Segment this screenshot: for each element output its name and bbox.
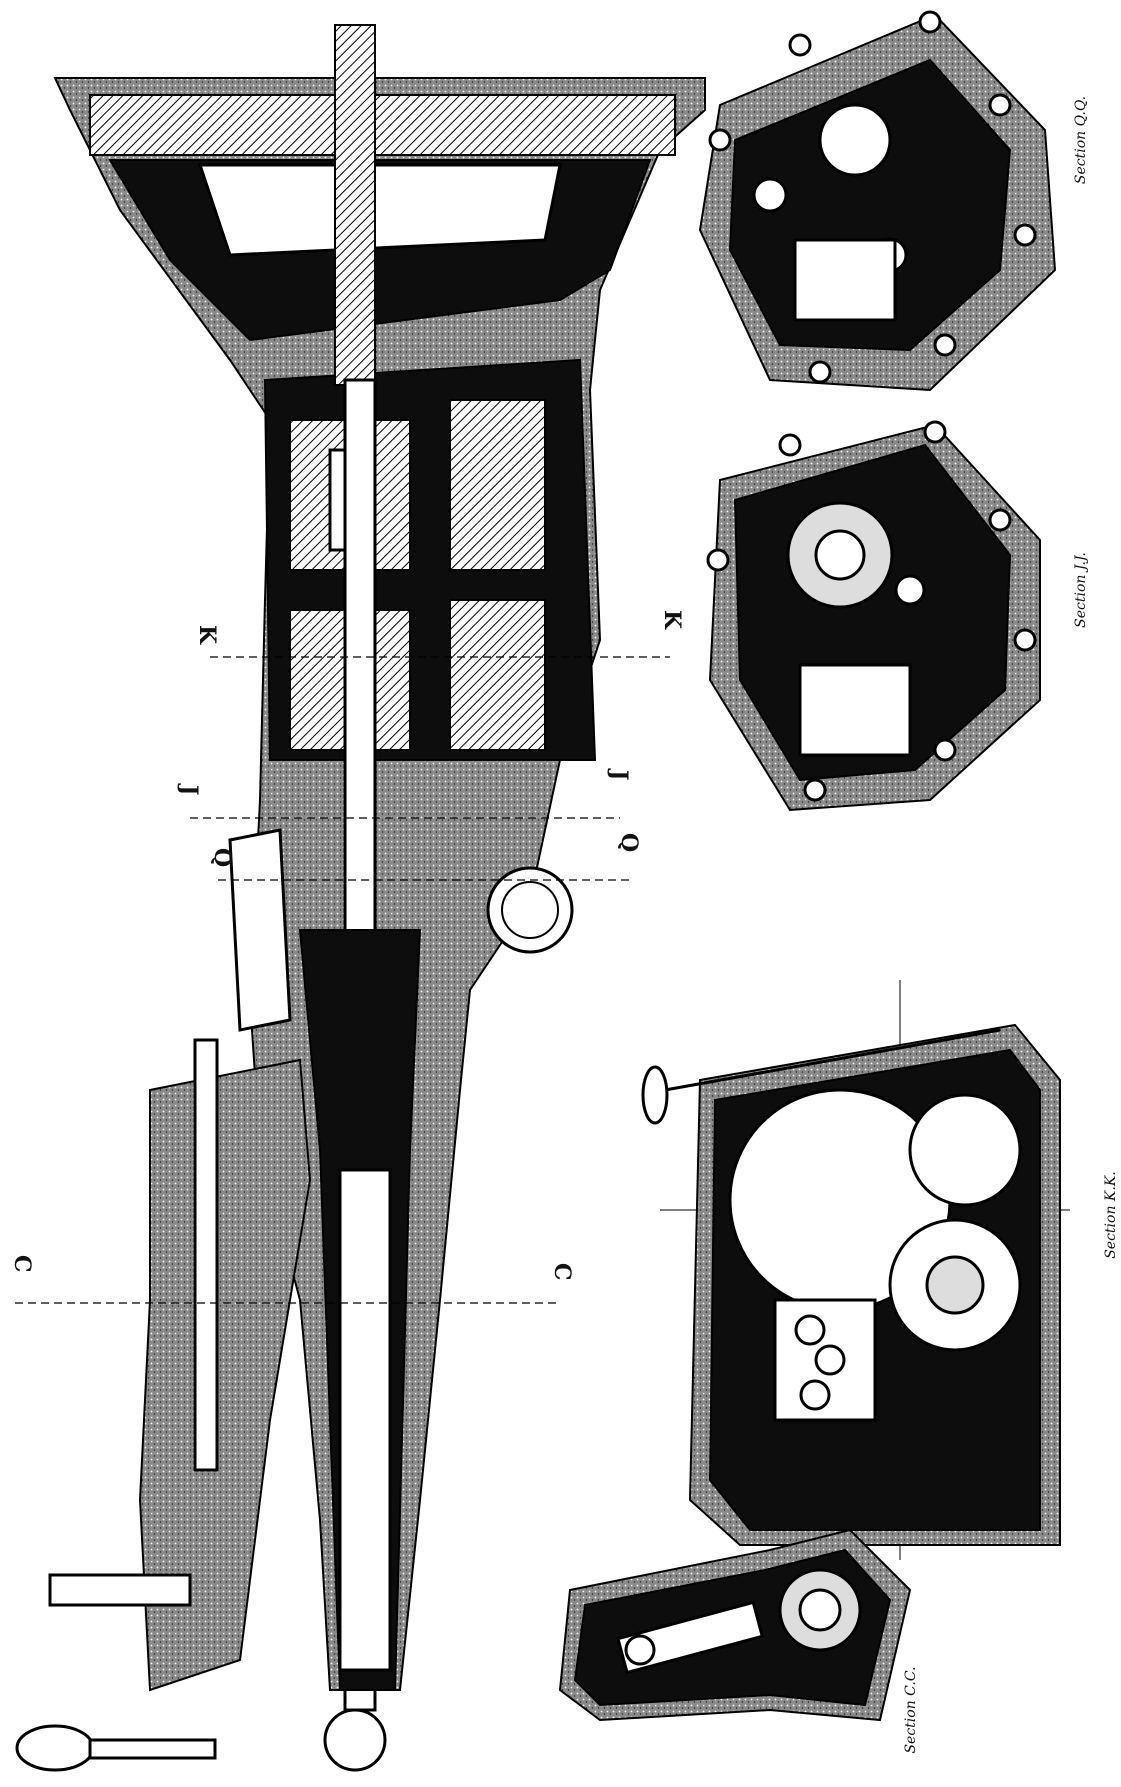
input-shaft [334, 24, 376, 386]
section-cc-title: Section C.C. [903, 1666, 919, 1753]
side-cover [228, 828, 292, 1032]
section-qq-title: Section Q.Q. [1073, 96, 1089, 184]
section-mark-j-left: J [176, 783, 202, 795]
section-mark-c-left: C [9, 1255, 35, 1273]
section-mark-j-right: J [606, 768, 632, 780]
gear-knob-stem [88, 1738, 217, 1760]
section-mark-k-left: K [194, 625, 220, 645]
section-jj-title: Section J.J. [1073, 552, 1089, 628]
propshaft-splines [338, 1168, 392, 1672]
section-kk-title: Section K.K. [1103, 1171, 1119, 1259]
section-qq-view: Section Q.Q. [698, 10, 1089, 392]
section-mark-q-right: Q [616, 833, 642, 852]
section-mark-q-left: Q [209, 848, 235, 867]
section-jj-view: Section J.J. [706, 420, 1089, 812]
main-gearbox-section [15, 24, 706, 1772]
selector-rod [193, 1038, 219, 1472]
release-bearing [197, 163, 562, 257]
layshaft-gear-2 [449, 599, 546, 751]
gear-knob [15, 1724, 95, 1772]
section-mark-k-right: K [659, 610, 685, 630]
section-kk-view: Section K.K. [641, 980, 1119, 1560]
gear-lever [48, 1573, 192, 1607]
section-cut-lines: K K J J Q Q C C [9, 610, 685, 1304]
rear-end-eye [323, 1708, 387, 1772]
front-cover-plate [89, 94, 676, 156]
layshaft-gear-1 [449, 399, 546, 571]
gear-lever-housing [138, 1058, 312, 1692]
section-cc-view: Section C.C. [558, 1528, 919, 1754]
section-mark-c-right: C [549, 1263, 575, 1281]
